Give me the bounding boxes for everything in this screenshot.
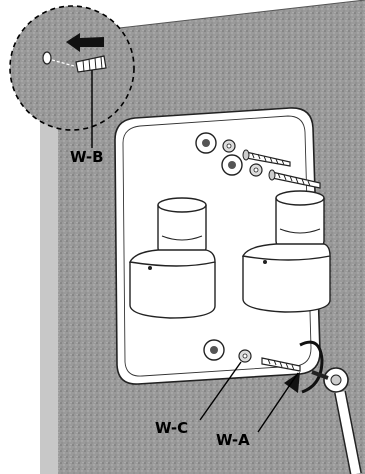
bottom-wall-anchor <box>204 340 224 360</box>
label-w-b: W-B <box>70 148 104 166</box>
washer-icon <box>239 350 251 362</box>
top-wall-anchor-right <box>222 155 242 175</box>
label-w-a: W-A <box>216 431 250 449</box>
top-wall-anchor-left <box>196 133 216 153</box>
label-w-c: W-C <box>155 419 188 437</box>
top-washer-left <box>223 140 235 152</box>
top-washer-right <box>250 164 262 176</box>
